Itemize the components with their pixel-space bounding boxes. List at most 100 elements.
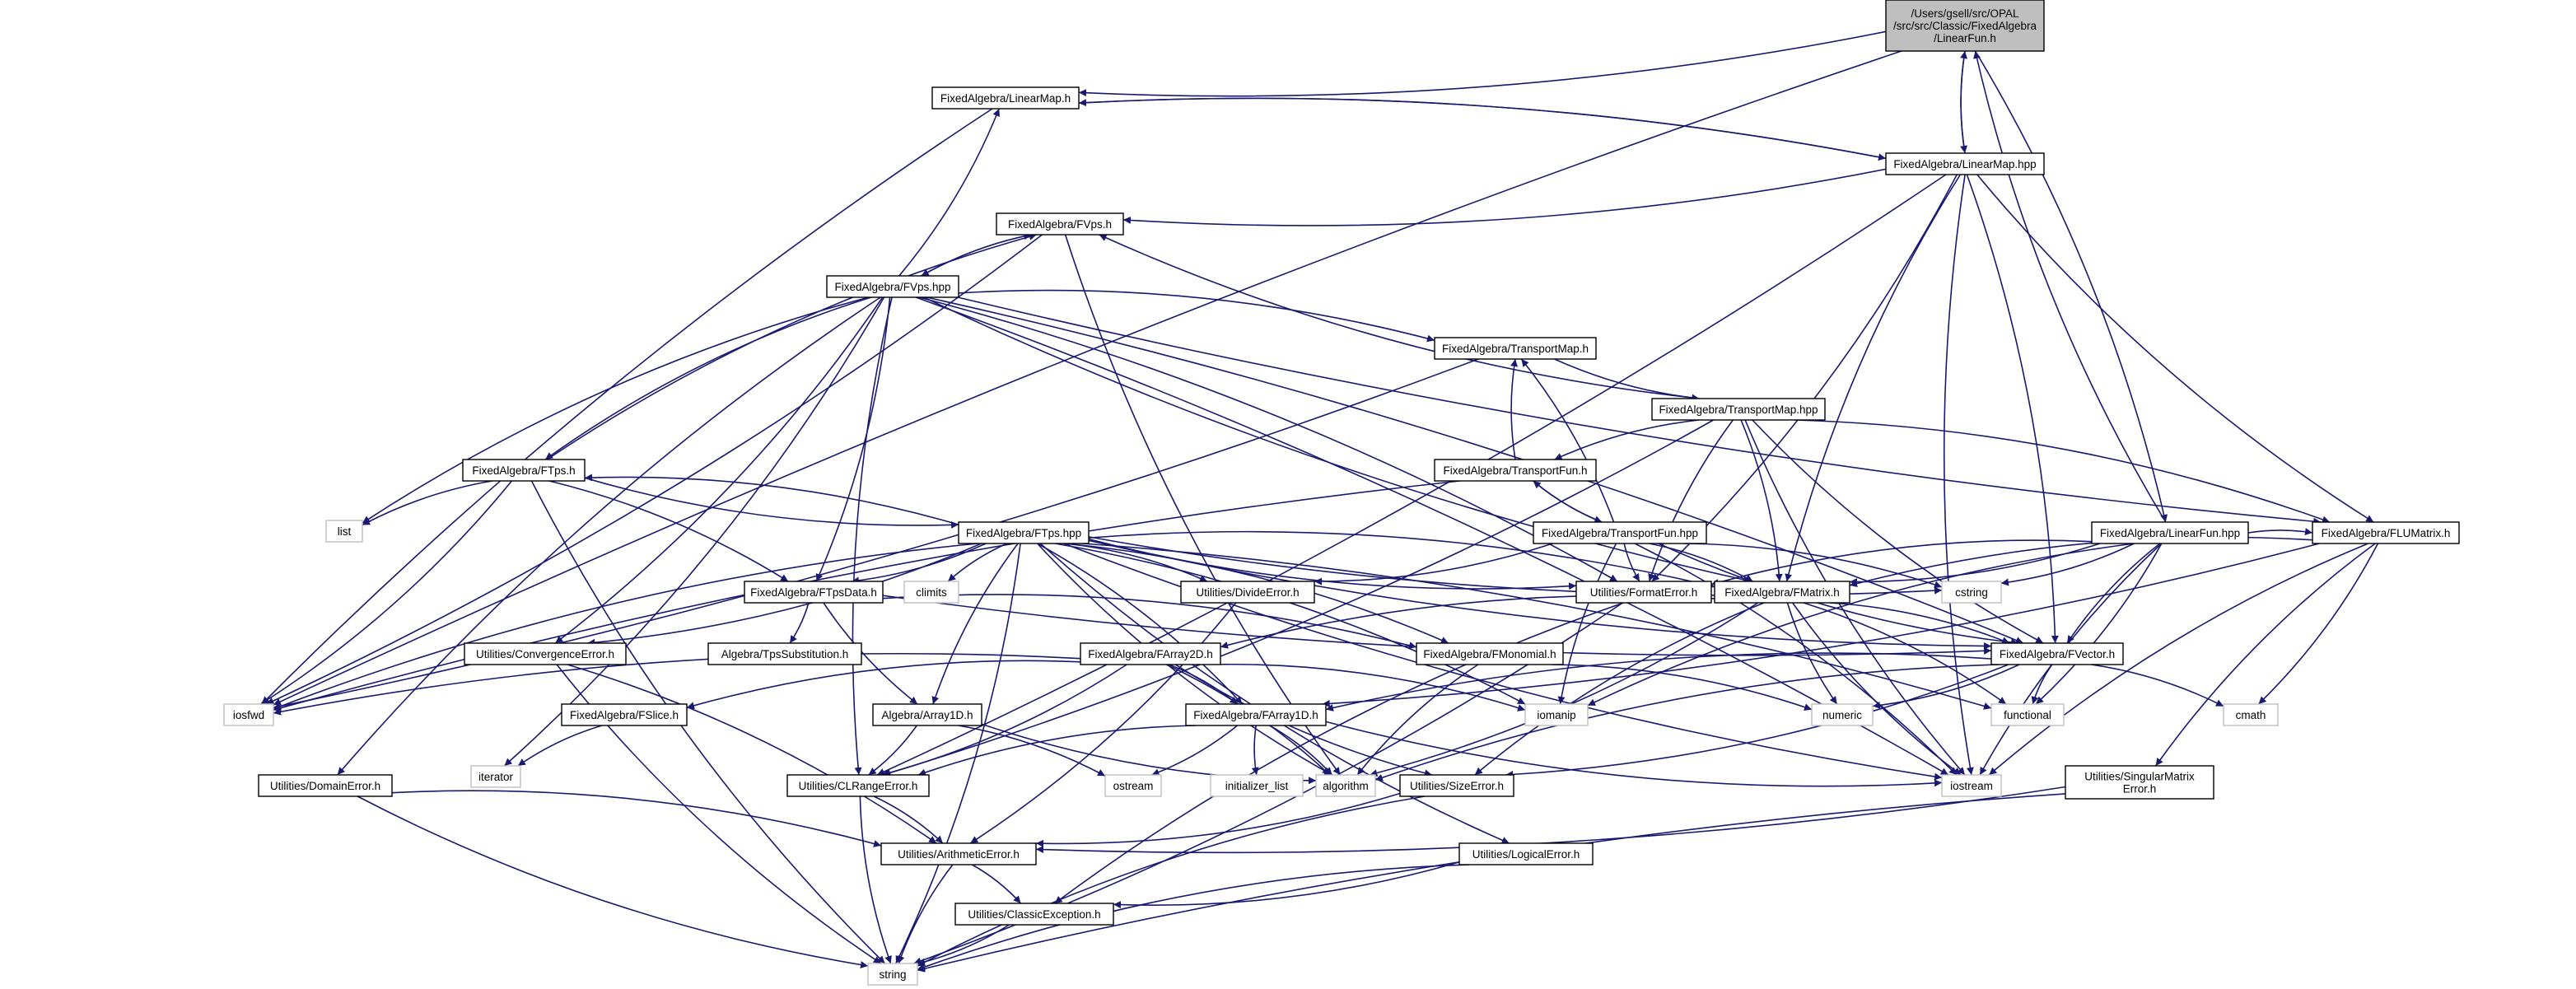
node-divideerror_h[interactable]: Utilities/DivideError.h	[1180, 581, 1315, 604]
edge-linearmap_hpp-to-iostream	[1943, 174, 1974, 776]
node-transportfun_hpp[interactable]: FixedAlgebra/TransportFun.hpp	[1533, 521, 1707, 544]
node-box	[744, 581, 884, 604]
node-array1d_h[interactable]: Algebra/Array1D.h	[872, 703, 982, 726]
node-label: algorithm	[1323, 780, 1369, 792]
node-ftps_hpp[interactable]: FixedAlgebra/FTps.hpp	[958, 521, 1090, 544]
node-cstring[interactable]: cstring	[1941, 581, 2002, 604]
node-fvps_hpp[interactable]: FixedAlgebra/FVps.hpp	[826, 275, 959, 298]
edge-flumatrix_h-to-singularmatrixerror_h	[2155, 543, 2376, 767]
node-linearfun_hpp[interactable]: FixedAlgebra/LinearFun.hpp	[2091, 521, 2249, 544]
edge-ftps_hpp-to-array1d_h	[931, 543, 1019, 705]
node-transportmap_hpp[interactable]: FixedAlgebra/TransportMap.hpp	[1651, 398, 1826, 421]
node-arithmeticerror_h[interactable]: Utilities/ArithmeticError.h	[880, 842, 1037, 865]
node-fmonomial_h[interactable]: FixedAlgebra/FMonomial.h	[1416, 642, 1564, 665]
node-ostream[interactable]: ostream	[1104, 774, 1162, 797]
node-fvector_h[interactable]: FixedAlgebra/FVector.h	[1990, 642, 2124, 665]
edge-flumatrix_h-to-fmatrix_h	[1849, 536, 2313, 587]
node-string[interactable]: string	[867, 963, 918, 986]
node-clrangeerror_h[interactable]: Utilities/CLRangeError.h	[786, 774, 930, 797]
node-algorithm[interactable]: algorithm	[1315, 774, 1376, 797]
node-farray2d_h[interactable]: FixedAlgebra/FArray2D.h	[1080, 642, 1221, 665]
edge-singularmatrixerror_h-to-string	[917, 793, 2066, 973]
edge-ftps_hpp-to-farray1d_h	[1037, 543, 1243, 705]
node-label: Utilities/DomainError.h	[270, 780, 380, 792]
edge-linearmap_hpp-to-flumatrix_h	[1976, 174, 2374, 523]
edge-ftps_h-to-iosfwd	[260, 480, 513, 705]
edge-fvector_h-to-farray1d_h	[1325, 652, 1992, 711]
edge-root-to-linearfun_hpp	[1974, 50, 2168, 523]
node-convergenceerror_h[interactable]: Utilities/ConvergenceError.h	[464, 642, 627, 665]
node-logicalerror_h[interactable]: Utilities/LogicalError.h	[1458, 842, 1594, 865]
node-fvps_h[interactable]: FixedAlgebra/FVps.h	[996, 212, 1124, 236]
node-ftps_h[interactable]: FixedAlgebra/FTps.h	[462, 459, 586, 482]
node-domainerror_h[interactable]: Utilities/DomainError.h	[258, 774, 393, 797]
edge-formaterror_h-to-classicexception_h	[1054, 602, 1624, 904]
node-box	[1524, 703, 1589, 726]
node-formaterror_h[interactable]: Utilities/FormatError.h	[1575, 581, 1712, 604]
node-transportmap_h[interactable]: FixedAlgebra/TransportMap.h	[1434, 337, 1597, 360]
edge-transportfun_hpp-to-formaterror_h	[1623, 543, 1640, 582]
edge-fvps_hpp-to-fvps_h	[921, 232, 1032, 277]
node-iostream[interactable]: iostream	[1941, 774, 2002, 797]
node-label: /Users/gsell/src/OPAL	[1911, 7, 2019, 20]
node-cmath[interactable]: cmath	[2223, 703, 2279, 726]
edge-fvps_hpp-to-list	[362, 296, 870, 524]
edge-array1d_h-to-algorithm	[981, 723, 1317, 785]
node-fslice_h[interactable]: FixedAlgebra/FSlice.h	[561, 703, 688, 726]
node-climits[interactable]: climits	[903, 581, 959, 604]
node-box	[931, 86, 1080, 110]
node-label: FixedAlgebra/FMatrix.h	[1724, 586, 1840, 599]
edge-farray1d_h-to-algorithm	[1269, 725, 1333, 776]
node-box	[1990, 703, 2065, 726]
edge-farray1d_h-to-iostream	[1325, 721, 1943, 787]
node-label: cstring	[1955, 586, 1988, 599]
edge-fvector_h-to-functional	[2031, 664, 2053, 705]
node-functional[interactable]: functional	[1990, 703, 2065, 726]
edge-linearfun_hpp-to-cstring	[2000, 543, 2135, 586]
node-label: list	[338, 525, 352, 538]
node-label: FixedAlgebra/FSlice.h	[570, 709, 679, 721]
edge-transportfun_hpp-to-divideerror_h	[1314, 543, 1553, 585]
node-numeric[interactable]: numeric	[1811, 703, 1874, 726]
node-box	[1714, 581, 1850, 604]
node-box	[2312, 521, 2460, 544]
node-classicexception_h[interactable]: Utilities/ClassicException.h	[954, 903, 1114, 926]
edge-fvps_hpp-to-convergenceerror_h	[554, 296, 884, 644]
edge-ftps_h-to-string	[530, 480, 886, 964]
node-linearmap_hpp[interactable]: FixedAlgebra/LinearMap.hpp	[1885, 152, 2045, 175]
edge-fvps_hpp-to-domainerror_h	[337, 296, 881, 776]
node-label: FixedAlgebra/FTps.hpp	[966, 527, 1081, 539]
node-farray1d_h[interactable]: FixedAlgebra/FArray1D.h	[1185, 703, 1327, 726]
node-initializer_list[interactable]: initializer_list	[1210, 774, 1304, 797]
node-iterator[interactable]: iterator	[470, 765, 521, 788]
edge-transportmap_hpp-to-fvps_h	[1099, 234, 1700, 399]
node-label: climits	[916, 586, 947, 599]
node-box	[872, 703, 982, 726]
node-sizeerror_h[interactable]: Utilities/SizeError.h	[1399, 774, 1514, 797]
node-iomanip[interactable]: iomanip	[1524, 703, 1589, 726]
edge-ftps_hpp-to-convergenceerror_h	[587, 543, 982, 646]
node-iosfwd[interactable]: iosfwd	[223, 703, 274, 726]
node-label: FixedAlgebra/TransportMap.hpp	[1659, 404, 1818, 416]
node-root[interactable]: /Users/gsell/src/OPAL/src/src/Classic/Fi…	[1885, 0, 2045, 52]
node-box	[1575, 581, 1712, 604]
node-label: FixedAlgebra/FMonomial.h	[1423, 648, 1556, 660]
edge-sizeerror_h-to-string	[917, 795, 1426, 967]
node-label: FixedAlgebra/LinearFun.hpp	[2100, 527, 2240, 539]
edge-linearfun_hpp-to-flumatrix_h	[2247, 528, 2313, 536]
edge-fvector_h-to-sizeerror_h	[1505, 664, 2009, 778]
node-box	[464, 642, 627, 665]
node-flumatrix_h[interactable]: FixedAlgebra/FLUMatrix.h	[2312, 521, 2460, 544]
node-ftpsdata_h[interactable]: FixedAlgebra/FTpsData.h	[744, 581, 884, 604]
node-box	[258, 774, 393, 797]
node-box	[561, 703, 688, 726]
node-list[interactable]: list	[325, 520, 363, 543]
node-fmatrix_h[interactable]: FixedAlgebra/FMatrix.h	[1714, 581, 1850, 604]
node-label: initializer_list	[1225, 780, 1289, 792]
node-label: iterator	[478, 771, 514, 783]
node-linearmap_h[interactable]: FixedAlgebra/LinearMap.h	[931, 86, 1080, 110]
node-transportfun_h[interactable]: FixedAlgebra/TransportFun.h	[1434, 459, 1597, 482]
node-tpssubstitution_h[interactable]: Algebra/TpsSubstitution.h	[707, 642, 862, 665]
